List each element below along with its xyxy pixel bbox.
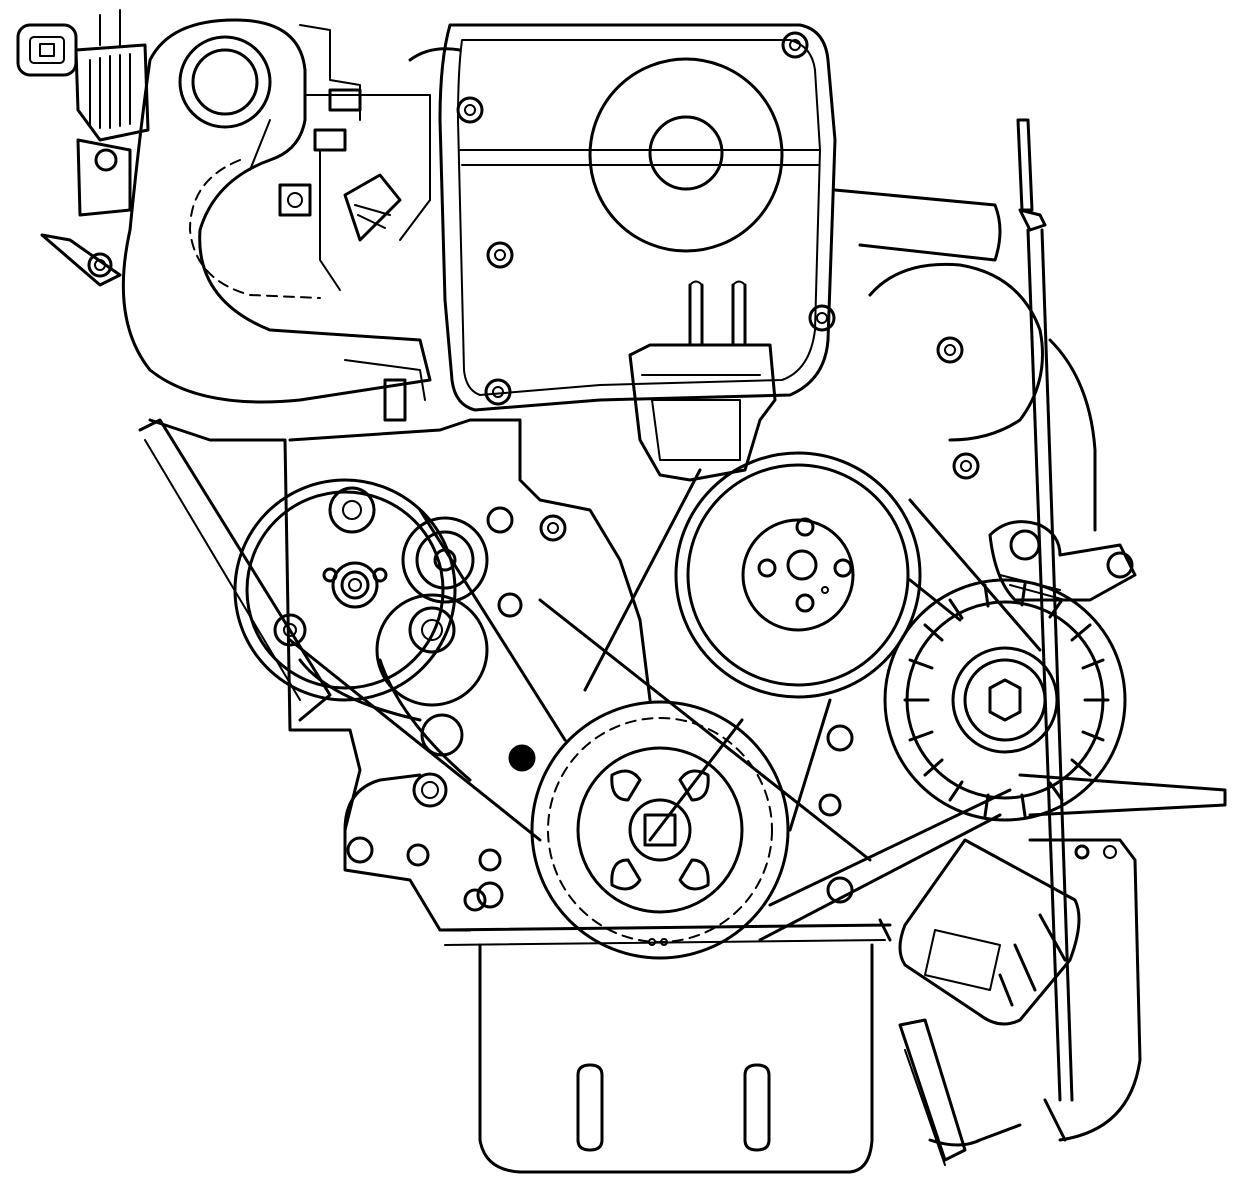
water-pump-pulley: [674, 451, 922, 699]
power-steering-pump: [233, 478, 457, 702]
camshaft-sprocket-outline: [588, 57, 784, 253]
drive-belts: [288, 468, 1042, 942]
oil-filter: [898, 838, 1081, 1026]
intake-manifold: [121, 18, 462, 422]
alternator: [883, 520, 1137, 822]
camshaft-hub: [648, 115, 724, 191]
transaxle-bell-housing: [833, 188, 1227, 1166]
belt-tensioner: [343, 506, 567, 909]
oil-dipstick: [1016, 118, 1074, 1142]
crankshaft-pulley: [530, 700, 790, 960]
engine-block: [138, 418, 892, 946]
block-bolts: [463, 724, 854, 912]
timing-belt-cover: [438, 23, 837, 412]
throttle-linkage-bracket: [16, 9, 150, 287]
thermostat-housing: [628, 280, 777, 482]
oil-pan: [478, 943, 874, 1174]
throttle-body-port: [178, 35, 272, 129]
